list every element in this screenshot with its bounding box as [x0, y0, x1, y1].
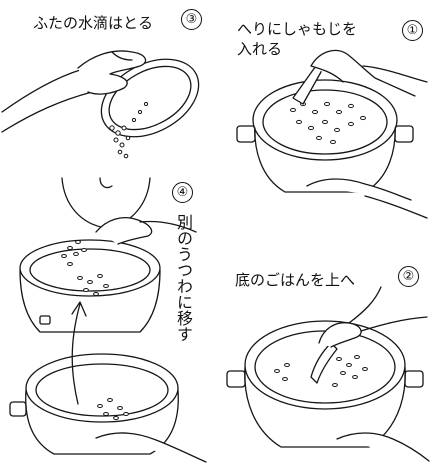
bottom-hand [95, 432, 207, 463]
paddle-stir [310, 342, 338, 384]
hand-stir [318, 322, 362, 348]
lower-hand [306, 178, 412, 201]
step-number-1: ① [402, 20, 423, 41]
rice-in-bowl [97, 398, 129, 420]
rice-heap [274, 355, 368, 387]
hand-with-paddle [95, 217, 153, 245]
step-panel-edge: へりにしゃもじを 入れる ① [215, 0, 430, 225]
lid-illustration [1, 50, 200, 159]
step-caption-transfer: 別のうつわに移す [174, 214, 193, 342]
rice-grains [290, 101, 366, 145]
step-caption-stir: 底のごはんを上へ [235, 271, 356, 289]
lower-hand-stir [336, 432, 430, 462]
arm-sleeve [1, 69, 81, 113]
step-panel-lid: ふたの水滴はとる ③ [0, 0, 215, 170]
rice-scoop [61, 240, 87, 266]
step-caption-lid: ふたの水滴はとる [33, 14, 154, 32]
rice-mound-source [77, 274, 109, 296]
step-caption-edge-2: 入れる [237, 40, 283, 58]
step-panel-transfer: ④ 別のうつわに移す [0, 170, 215, 472]
step-number-4: ④ [172, 182, 193, 203]
stir-illustration [226, 286, 430, 462]
hand [77, 50, 147, 95]
upper-hand [310, 49, 416, 97]
transfer-arrow [71, 303, 81, 405]
step-number-3: ③ [181, 9, 202, 30]
step-number-2: ② [398, 266, 419, 287]
transfer-illustration [9, 177, 207, 463]
water-droplets [109, 101, 149, 159]
step-caption-edge-1: へりにしゃもじを [237, 20, 358, 38]
pot-edge-illustration [236, 49, 428, 219]
step-panel-stir: 底のごはんを上へ ② [215, 225, 430, 472]
